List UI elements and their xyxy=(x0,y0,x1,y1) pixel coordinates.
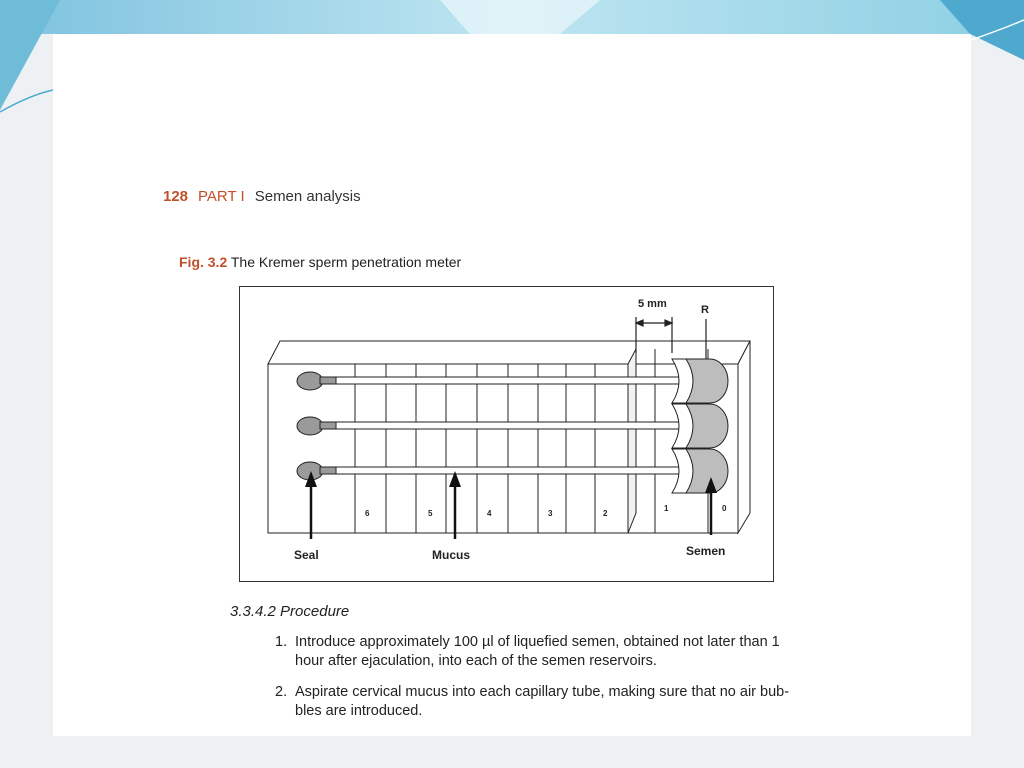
procedure-heading: 3.3.4.2 Procedure xyxy=(230,603,350,620)
document-page: 128 PART I Semen analysis Fig. 3.2 The Kre… xyxy=(53,34,971,736)
running-head: 128 PART I Semen analysis xyxy=(163,188,361,205)
mucus-label: Mucus xyxy=(432,548,470,562)
seal-label: Seal xyxy=(294,548,319,562)
figure-kremer-meter: 5 mm R 6 5 4 3 2 1 0 Seal M xyxy=(239,286,774,582)
page-number: 128 xyxy=(163,188,189,205)
scale-divisions xyxy=(354,364,596,533)
pointer-arrows xyxy=(305,471,717,539)
device-front-face xyxy=(267,363,739,534)
step-text-line: Aspirate cervical mucus into each capill… xyxy=(295,684,790,700)
scale-number-1: 1 xyxy=(664,504,669,513)
dimension-marker xyxy=(634,317,707,359)
section-name: Semen analysis xyxy=(254,188,361,205)
figure-caption-text: The Kremer sperm penetration meter xyxy=(230,254,462,270)
capillary-tube-2 xyxy=(335,421,717,430)
step-number: 1. xyxy=(275,634,288,650)
scale-number-2: 2 xyxy=(603,509,608,518)
slide-block-edge xyxy=(627,348,637,534)
step-text-line: Introduce approximately 100 µl of liquef… xyxy=(295,634,780,650)
scale-number-4: 4 xyxy=(487,509,492,518)
device-right-face xyxy=(737,340,751,535)
step-number: 2. xyxy=(275,684,288,700)
figure-number: Fig. 3.2 xyxy=(179,254,228,270)
procedure-step: 1. Introduce approximately 100 µl of liq… xyxy=(265,633,865,671)
scale-number-0: 0 xyxy=(722,504,727,513)
procedure-step: 2. Aspirate cervical mucus into each cap… xyxy=(265,683,865,721)
semen-reservoirs xyxy=(671,358,729,494)
seal-2 xyxy=(296,416,324,436)
figure-caption: Fig. 3.2 The Kremer sperm penetration me… xyxy=(179,254,461,270)
scale-number-3: 3 xyxy=(548,509,553,518)
capillary-tube-1 xyxy=(335,376,717,385)
reservoir-1 xyxy=(685,358,729,404)
semen-label: Semen xyxy=(686,544,725,558)
part-label: PART I xyxy=(198,188,245,205)
seal-1 xyxy=(296,371,324,391)
dimension-label: 5 mm xyxy=(638,298,667,310)
step-text-line: bles are introduced. xyxy=(295,703,423,719)
step-text-line: hour after ejaculation, into each of the… xyxy=(295,653,657,669)
seals xyxy=(296,371,337,481)
procedure-steps: 1. Introduce approximately 100 µl of liq… xyxy=(265,633,865,733)
reservoir-label: R xyxy=(701,304,709,316)
kremer-meter-diagram: 5 mm R 6 5 4 3 2 1 0 Seal M xyxy=(267,298,751,562)
reservoir-2 xyxy=(685,403,729,449)
capillary-tube-3 xyxy=(335,466,717,475)
scale-number-5: 5 xyxy=(428,509,433,518)
scale-number-6: 6 xyxy=(365,509,370,518)
